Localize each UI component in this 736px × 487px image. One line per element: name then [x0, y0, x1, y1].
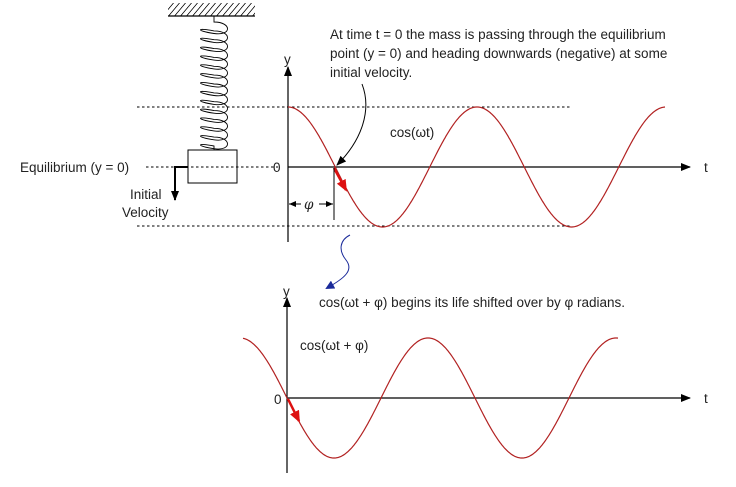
- transition-squiggle-arrow: [325, 234, 351, 289]
- cos-wt-curve: [288, 106, 666, 228]
- bottom-zero-label: 0: [274, 392, 282, 407]
- top-zero-label: 0: [273, 160, 281, 175]
- shift-caption: cos(ωt + φ) begins its life shifted over…: [319, 295, 625, 310]
- ceiling: [168, 3, 255, 17]
- bottom-t-label: t: [704, 391, 708, 406]
- top-y-label: y: [284, 52, 291, 67]
- phi-label: φ: [304, 197, 314, 213]
- top-plot: y t 0 cos(ωt) At time t = 0 the mass is …: [273, 27, 708, 242]
- annotation-line-3: initial velocity.: [330, 65, 412, 80]
- initial-velocity-arrow: [171, 166, 188, 201]
- initial-label: Initial: [130, 187, 162, 202]
- top-t-label: t: [704, 160, 708, 175]
- bottom-y-label: y: [283, 284, 290, 299]
- annotation-line-1: At time t = 0 the mass is passing throug…: [330, 27, 666, 42]
- cos-wt-label: cos(ωt): [390, 125, 434, 140]
- annotation-pointer-arrow: [336, 83, 367, 166]
- equilibrium-label: Equilibrium (y = 0): [20, 160, 129, 175]
- spring-coil: [200, 16, 228, 150]
- cos-wt-plus-phi-label: cos(ωt + φ): [300, 338, 368, 353]
- cos-wt-plus-phi-curve: [242, 337, 619, 459]
- bottom-plot: y t 0 cos(ωt + φ) begins its life shifte…: [242, 284, 708, 473]
- velocity-label: Velocity: [122, 205, 169, 220]
- top-velocity-arrow: [332, 167, 348, 192]
- bottom-velocity-arrow: [286, 398, 301, 423]
- annotation-line-2: point (y = 0) and heading downwards (neg…: [330, 46, 667, 61]
